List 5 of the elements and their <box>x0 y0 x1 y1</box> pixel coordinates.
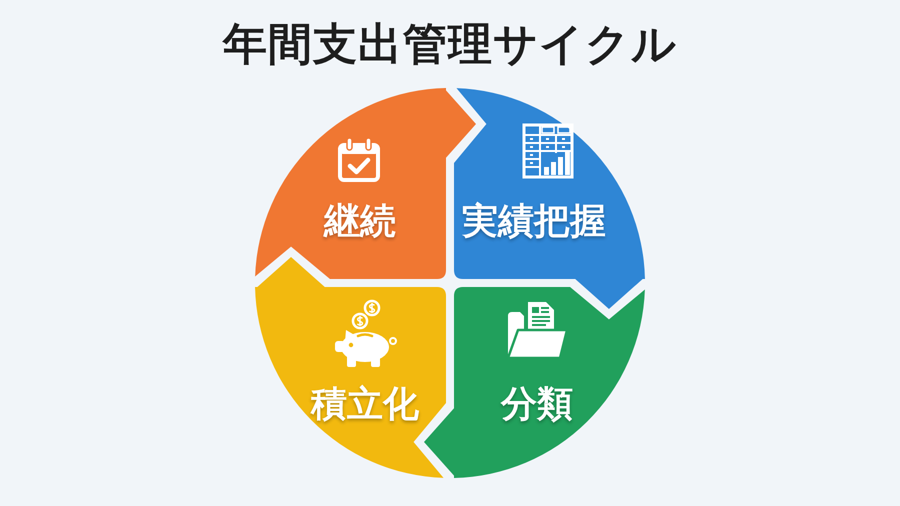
title: 年間支出管理サイクル <box>223 20 677 70</box>
segment-label: 分類 <box>501 385 573 425</box>
segment-label: 実績把握 <box>462 202 606 242</box>
segment-label: 継続 <box>324 202 396 242</box>
segment-label: 積立化 <box>311 385 419 425</box>
